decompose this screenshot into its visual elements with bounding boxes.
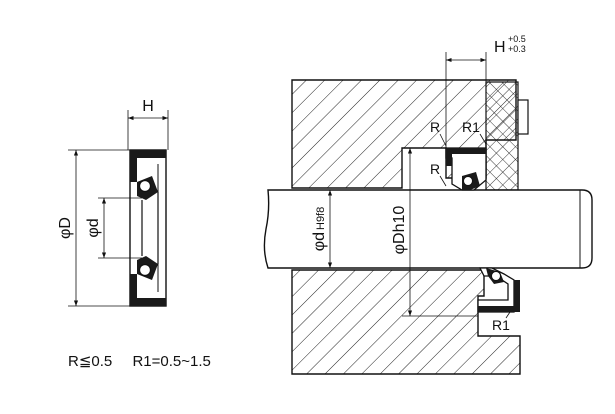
bolt-head: [517, 99, 529, 135]
seal-width-label: H: [142, 98, 154, 115]
seal-section-view: H φD φd: [57, 98, 169, 307]
housing-lower: [291, 269, 521, 375]
installed-seal-upper: [445, 147, 487, 191]
spring-icon: [463, 176, 473, 186]
spring-icon: [138, 179, 152, 193]
outer-diameter-label: φD: [57, 217, 74, 239]
radius-note: R≦0.5: [68, 353, 113, 370]
r1-label-top: R1: [462, 119, 480, 135]
inner-diameter-label: φd: [85, 218, 102, 237]
shaft-diameter-label: φd: [311, 232, 328, 251]
tolerance-upper: +0.5: [508, 34, 526, 44]
radius-label-top: R: [430, 119, 440, 135]
installed-seal-lower: [477, 267, 520, 313]
install-depth-label: H: [494, 39, 506, 56]
bore-diameter-label: φDh10: [391, 206, 408, 255]
radius-notes: R≦0.5 R1=0.5~1.5: [68, 352, 227, 370]
installation-view: H +0.5 +0.3 R R1 R R1 φd H9f8 φDh10: [263, 34, 593, 375]
shaft: [263, 189, 593, 269]
tolerance-lower: +0.3: [508, 44, 526, 54]
retainer-plate: [485, 81, 519, 191]
shaft-tolerance-label: H9f8: [315, 207, 327, 230]
radius-label-mid: R: [430, 161, 440, 177]
seal-body: [129, 149, 167, 307]
r1-note: R1=0.5~1.5: [132, 353, 211, 370]
spring-icon: [491, 271, 501, 281]
r1-label-bottom: R1: [492, 317, 510, 333]
spring-icon: [138, 263, 152, 277]
